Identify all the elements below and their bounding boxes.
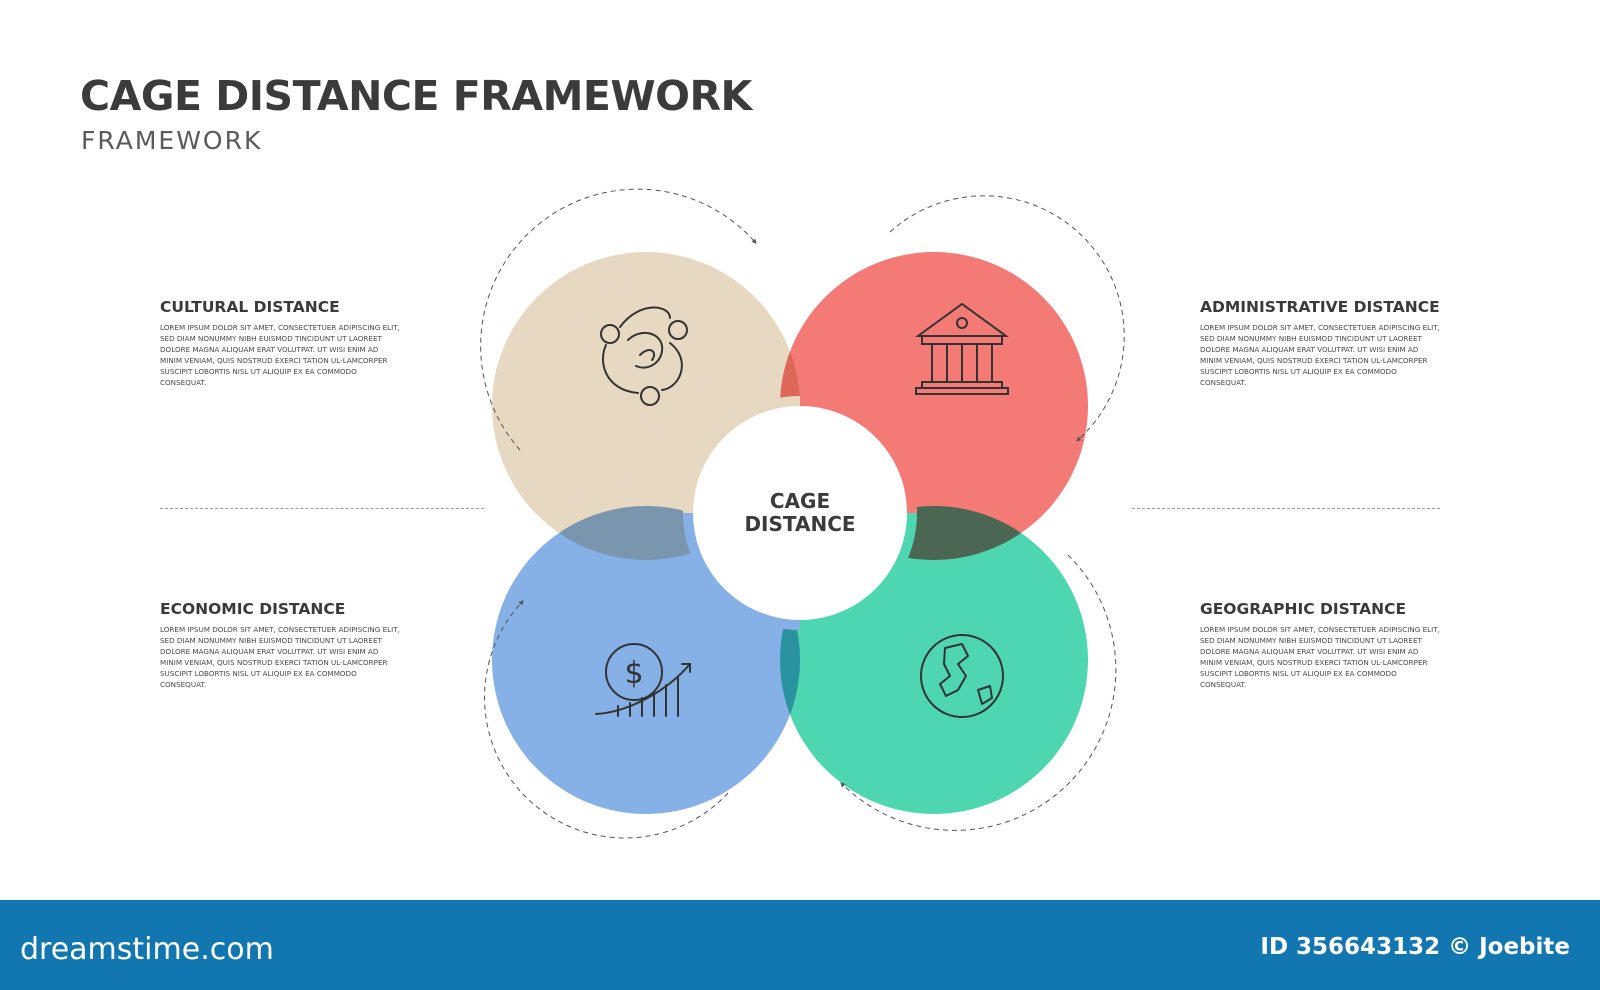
government-building-icon bbox=[914, 302, 1010, 395]
page-subtitle: FRAMEWORK bbox=[81, 126, 263, 155]
brand-logo: dreamstime.com bbox=[20, 932, 274, 967]
cultural-orbit-arrow bbox=[480, 188, 757, 451]
dollar-sign-glyph: $ bbox=[624, 656, 643, 691]
economic-distance-block: ECONOMIC DISTANCE LOREM IPSUM DOLOR SIT … bbox=[160, 600, 400, 690]
cultural-distance-block: CULTURAL DISTANCE LOREM IPSUM DOLOR SIT … bbox=[160, 298, 400, 388]
administrative-distance-block: ADMINISTRATIVE DISTANCE LOREM IPSUM DOLO… bbox=[1200, 298, 1440, 388]
economic-orbit-arrow bbox=[484, 600, 729, 839]
administrative-distance-title: ADMINISTRATIVE DISTANCE bbox=[1200, 298, 1440, 316]
geographic-distance-body: LOREM IPSUM DOLOR SIT AMET, CONSECTETUER… bbox=[1200, 625, 1440, 689]
people-unity-icon bbox=[600, 306, 688, 406]
cultural-distance-body: LOREM IPSUM DOLOR SIT AMET, CONSECTETUER… bbox=[160, 323, 400, 387]
cultural-distance-title: CULTURAL DISTANCE bbox=[160, 298, 340, 316]
center-label: CAGE DISTANCE bbox=[700, 490, 900, 536]
geographic-distance-title: GEOGRAPHIC DISTANCE bbox=[1200, 600, 1407, 618]
economic-distance-title: ECONOMIC DISTANCE bbox=[160, 600, 346, 618]
watermark-footer: dreamstime.com ID 356643132 © Joebite bbox=[0, 900, 1600, 990]
center-circle bbox=[693, 406, 907, 620]
center-label-line1: CAGE bbox=[769, 489, 831, 513]
administrative-distance-body: LOREM IPSUM DOLOR SIT AMET, CONSECTETUER… bbox=[1200, 323, 1440, 387]
center-label-line2: DISTANCE bbox=[744, 512, 856, 536]
geographic-orbit-arrow bbox=[840, 554, 1117, 831]
geographic-distance-block: GEOGRAPHIC DISTANCE LOREM IPSUM DOLOR SI… bbox=[1200, 600, 1440, 690]
page-title: CAGE DISTANCE FRAMEWORK bbox=[80, 72, 752, 120]
cage-diagram: $ bbox=[480, 188, 1125, 839]
stock-id: ID 356643132 © Joebite bbox=[1260, 934, 1570, 960]
globe-icon bbox=[920, 634, 1004, 718]
right-divider bbox=[1132, 508, 1440, 509]
administrative-orbit-arrow bbox=[889, 195, 1125, 442]
economic-distance-body: LOREM IPSUM DOLOR SIT AMET, CONSECTETUER… bbox=[160, 625, 400, 689]
left-divider bbox=[160, 508, 484, 509]
dollar-growth-icon bbox=[595, 643, 691, 717]
